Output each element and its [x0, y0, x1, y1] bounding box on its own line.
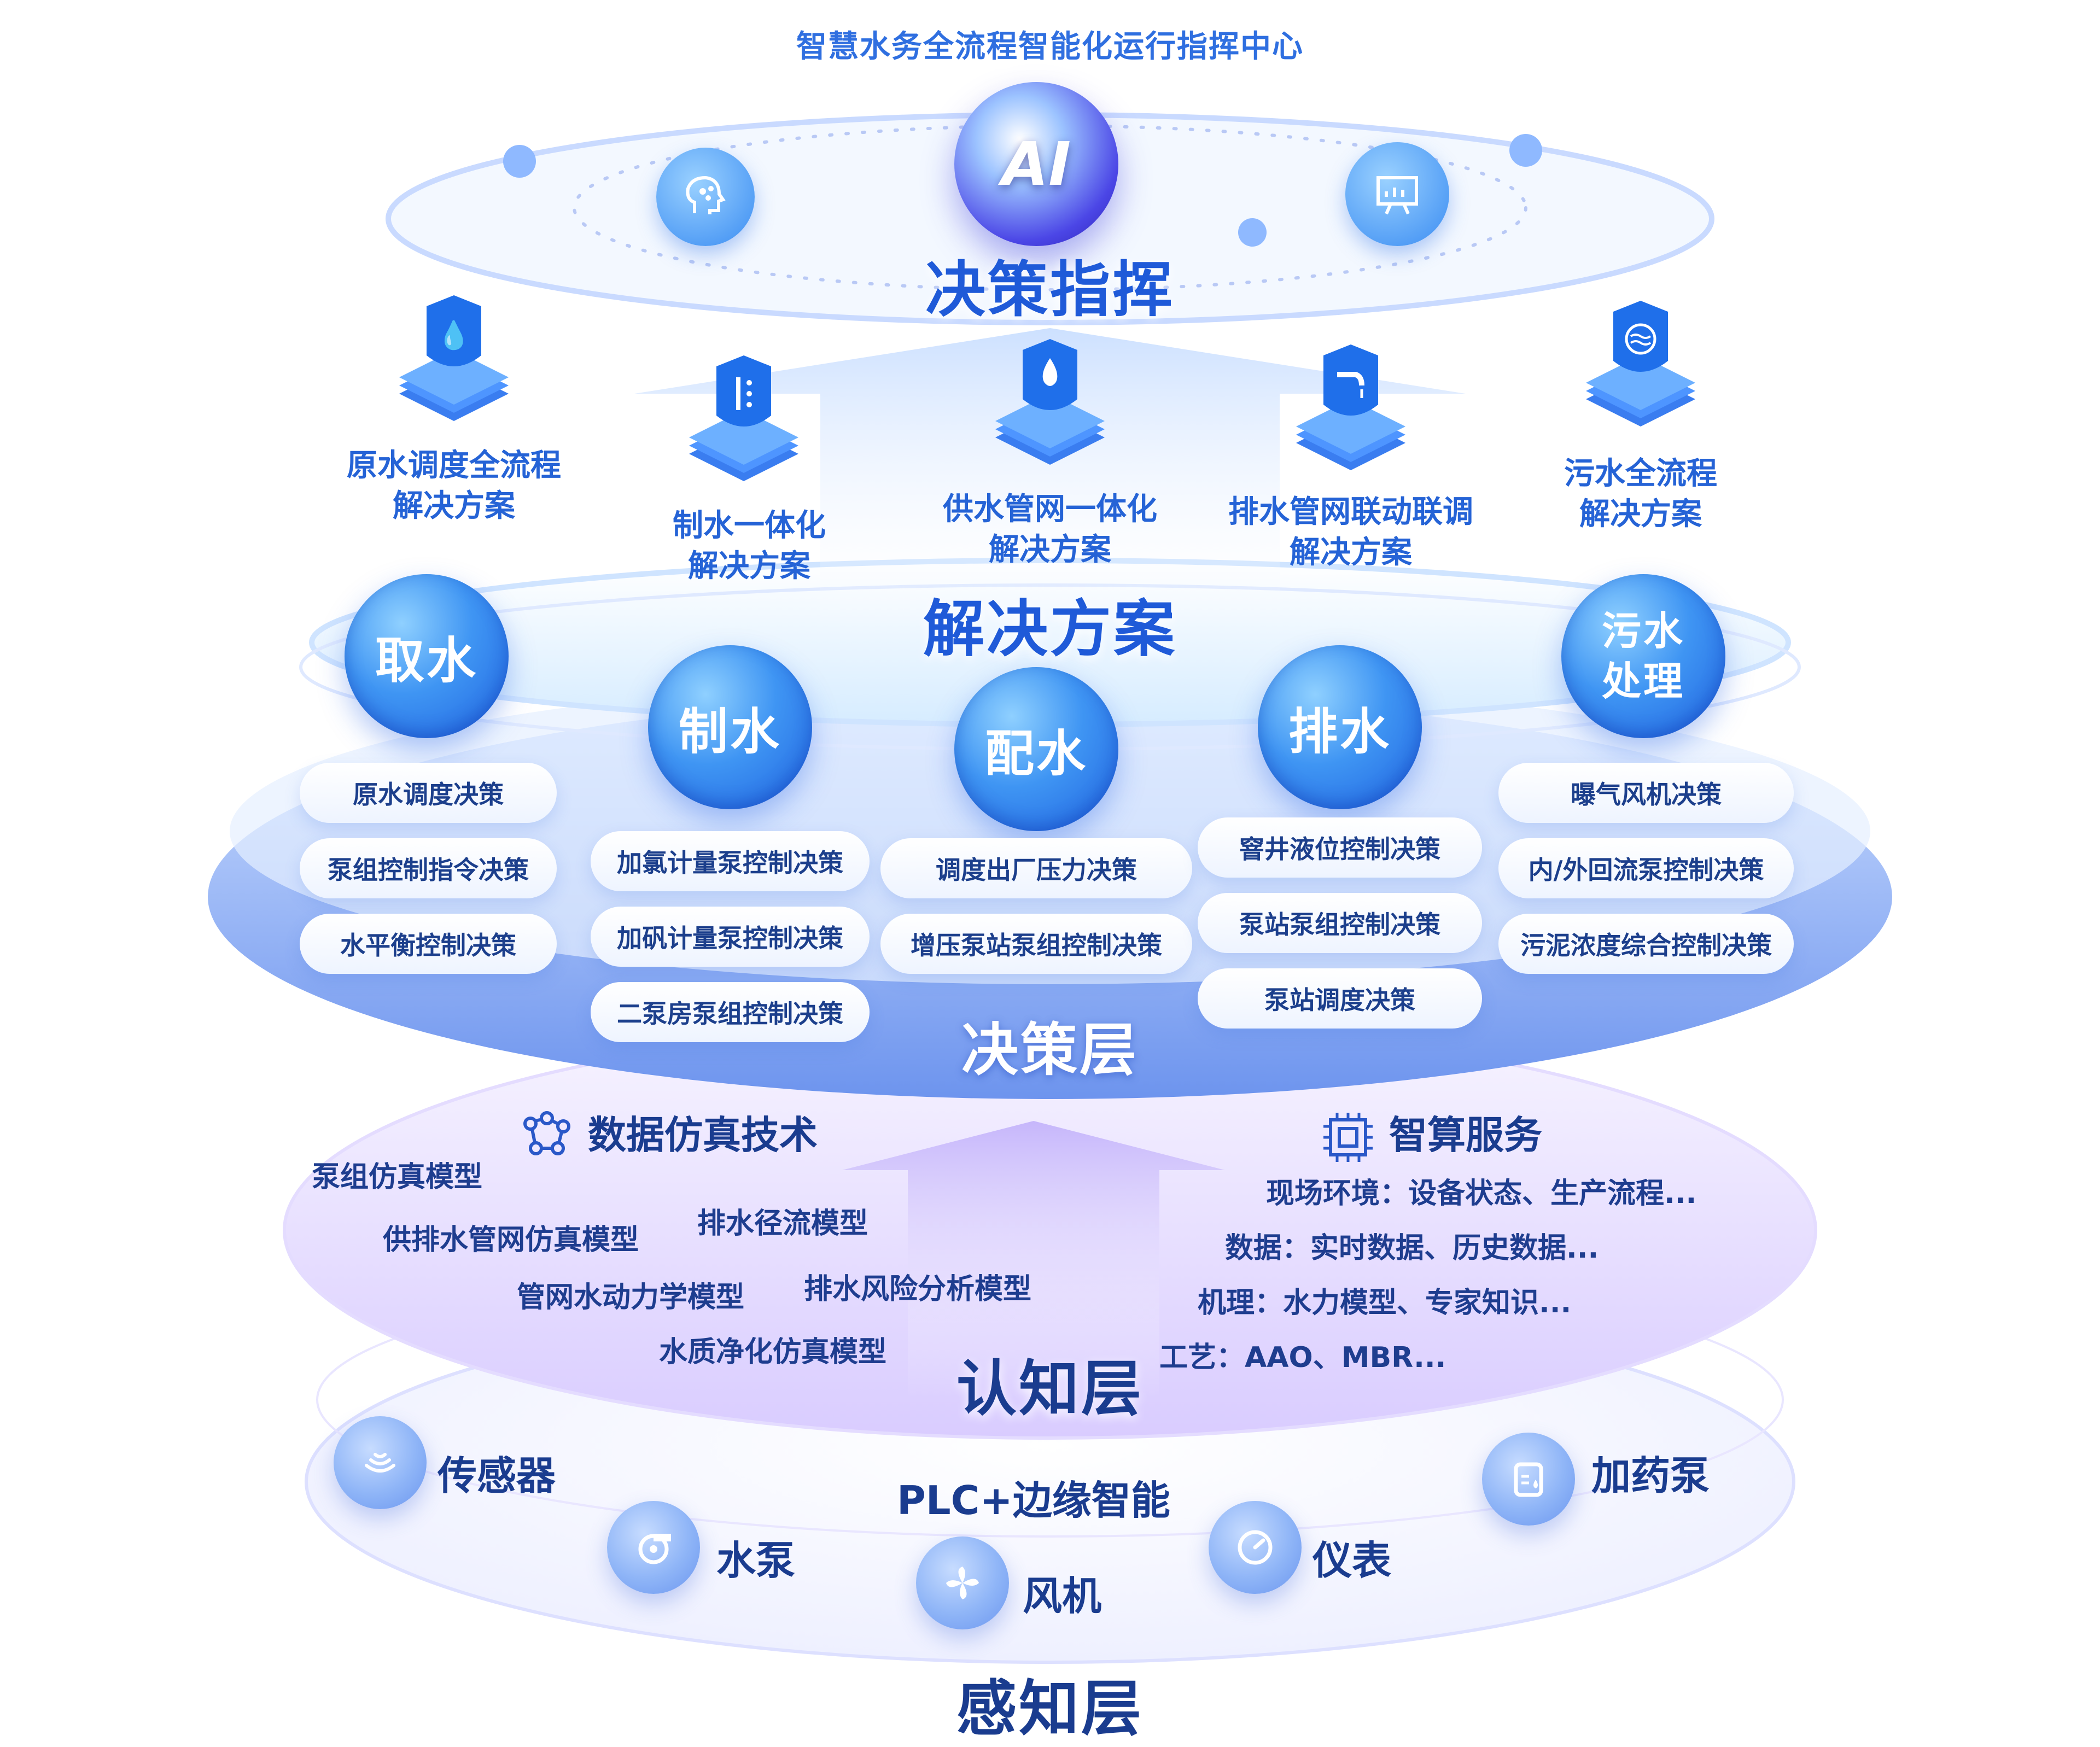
fan-glyph — [946, 1567, 979, 1599]
perception-center-label: PLC+边缘智能 — [897, 1477, 1170, 1523]
molecule-glyph — [523, 1111, 570, 1155]
solution-label-1: 原水调度全流程 解决方案 — [312, 446, 596, 527]
sim-item-4: 管网水动力学模型 — [517, 1281, 745, 1314]
process-ball-intake: 取水 — [345, 574, 509, 738]
solution-label-1-line1: 原水调度全流程 — [347, 448, 561, 483]
gauge-icon — [1209, 1501, 1302, 1594]
solution-label-4: 排水管网联动联调 解决方案 — [1209, 492, 1493, 573]
dosing-pump-glyph — [1514, 1462, 1543, 1497]
process-ball-distribution: 配水 — [954, 667, 1118, 831]
dosing-pump-icon — [1482, 1433, 1575, 1526]
decision-sewage-2: 内/外回流泵控制决策 — [1498, 838, 1794, 898]
device-label-dosing-pump: 加药泵 — [1591, 1453, 1710, 1499]
ai-badge: AI — [1001, 129, 1071, 199]
process-ball-drainage: 排水 — [1258, 645, 1422, 809]
chip-icon — [1321, 1110, 1375, 1165]
decision-sewage-1: 曝气风机决策 — [1498, 763, 1794, 823]
chip-glyph — [1323, 1113, 1373, 1162]
layer-label-decision-command: 决策指挥 — [925, 255, 1175, 325]
layer-label-cognition: 认知层 — [956, 1354, 1144, 1424]
solution-cube-4 — [1296, 344, 1405, 470]
compute-item-1: 现场环境：设备状态、生产流程... — [1266, 1177, 1697, 1210]
process-ball-sewage-line2: 处理 — [1601, 658, 1685, 704]
cognition-sim-title: 数据仿真技术 — [588, 1113, 818, 1158]
solution-label-2-line1: 制水一体化 — [673, 508, 826, 544]
solution-label-4-line1: 排水管网联动联调 — [1228, 494, 1473, 530]
decision-drainage-2: 泵站泵组控制决策 — [1198, 893, 1482, 953]
solution-label-5-line2: 解决方案 — [1579, 496, 1702, 532]
pump-icon — [607, 1501, 700, 1594]
solution-cube-3 — [995, 339, 1105, 465]
solution-label-3-line1: 供水管网一体化 — [943, 492, 1157, 527]
sim-item-2: 供排水管网仿真模型 — [383, 1224, 639, 1257]
solution-label-2-line2: 解决方案 — [688, 548, 810, 584]
decision-distribution-1: 调度出厂压力决策 — [880, 838, 1192, 898]
decision-intake-2: 泵组控制指令决策 — [300, 838, 557, 898]
solution-label-2: 制水一体化 解决方案 — [607, 506, 891, 587]
layer-label-solution: 解决方案 — [923, 594, 1177, 665]
solution-label-1-line2: 解决方案 — [393, 488, 515, 524]
solution-cube-2 — [689, 355, 798, 481]
molecule-icon — [520, 1107, 574, 1162]
solution-label-4-line2: 解决方案 — [1290, 535, 1412, 570]
solution-cube-5 — [1586, 301, 1695, 426]
solution-label-5: 污水全流程 解决方案 — [1498, 454, 1783, 535]
page-title: 智慧水务全流程智能化运行指挥中心 — [796, 29, 1304, 65]
fan-icon — [916, 1536, 1009, 1629]
decision-production-1: 加氯计量泵控制决策 — [591, 831, 870, 891]
decision-distribution-2: 增压泵站泵组控制决策 — [880, 914, 1192, 974]
ai-sphere: AI — [954, 82, 1118, 246]
decision-production-2: 加矾计量泵控制决策 — [591, 907, 870, 967]
decision-sewage-3: 污泥浓度综合控制决策 — [1498, 914, 1794, 974]
layer-label-decision: 决策层 — [961, 1016, 1139, 1083]
solution-cube-1: 💧 — [399, 295, 509, 421]
solution-label-3: 供水管网一体化 解决方案 — [908, 489, 1192, 570]
compute-item-4: 工艺：AAO、MBR... — [1159, 1341, 1446, 1374]
cognition-compute-title: 智算服务 — [1389, 1113, 1542, 1158]
pump-glyph — [638, 1534, 671, 1564]
decision-intake-1: 原水调度决策 — [300, 763, 557, 823]
device-label-fan: 风机 — [1023, 1573, 1102, 1619]
presentation-board-icon — [1345, 142, 1449, 246]
process-ball-sewage: 污水 处理 — [1561, 574, 1725, 738]
solution-label-5-line1: 污水全流程 — [1564, 456, 1717, 492]
device-label-gauge: 仪表 — [1312, 1538, 1392, 1584]
sensor-icon — [334, 1416, 427, 1509]
solution-label-3-line2: 解决方案 — [989, 532, 1111, 568]
process-ball-sewage-line1: 污水 — [1601, 608, 1685, 654]
layer-label-perception: 感知层 — [956, 1674, 1144, 1744]
sim-item-5: 排水风险分析模型 — [804, 1273, 1032, 1306]
brain-network-glyph — [686, 176, 726, 214]
sensor-glyph — [365, 1453, 395, 1473]
sim-item-6: 水质净化仿真模型 — [659, 1336, 887, 1369]
decision-production-3: 二泵房泵组控制决策 — [591, 982, 870, 1042]
presentation-board-glyph — [1376, 176, 1418, 215]
compute-item-2: 数据：实时数据、历史数据... — [1225, 1232, 1599, 1265]
sim-item-1: 泵组仿真模型 — [312, 1161, 483, 1194]
decision-intake-3: 水平衡控制决策 — [300, 914, 557, 974]
decision-drainage-3: 泵站调度决策 — [1198, 968, 1482, 1029]
compute-item-3: 机理：水力模型、专家知识... — [1198, 1287, 1572, 1319]
brain-network-icon — [656, 148, 755, 246]
device-label-pump: 水泵 — [716, 1538, 796, 1584]
process-ball-production: 制水 — [648, 645, 812, 809]
decision-drainage-1: 窨井液位控制决策 — [1198, 817, 1482, 878]
svg-text:💧: 💧 — [437, 319, 471, 351]
gauge-glyph — [1238, 1530, 1273, 1565]
device-label-sensor: 传感器 — [438, 1453, 556, 1499]
sim-item-3: 排水径流模型 — [697, 1207, 868, 1240]
